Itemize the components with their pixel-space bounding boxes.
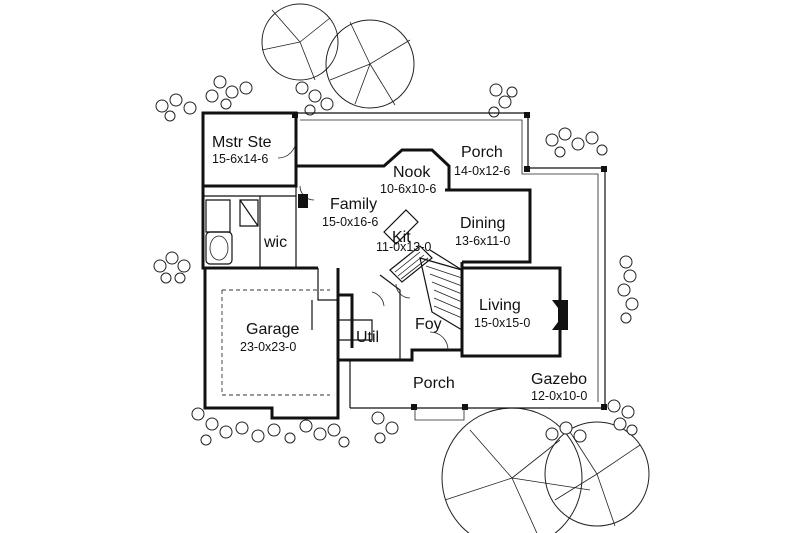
room-master: Mstr Ste 15-6x14-6 [212,134,272,166]
shrub-icon [617,255,639,324]
svg-text:15-0x16-6: 15-0x16-6 [322,215,378,229]
svg-text:Mstr Ste: Mstr Ste [212,134,272,151]
stair-icon [419,257,463,332]
svg-text:15-6x14-6: 15-6x14-6 [212,152,268,166]
room-garage: Garage 23-0x23-0 [240,321,299,354]
shrub-icon [371,411,399,444]
fireplace-icon [552,300,568,330]
svg-text:Porch: Porch [461,144,503,161]
svg-text:Foy: Foy [415,316,442,333]
svg-text:15-0x15-0: 15-0x15-0 [474,316,530,330]
svg-text:13-6x11-0: 13-6x11-0 [455,234,510,248]
tree-icon [325,19,415,109]
room-family: Family 15-0x16-6 [322,196,378,229]
svg-text:Util: Util [356,329,379,346]
shrub-icon [155,93,197,122]
svg-text:Garage: Garage [246,321,299,338]
room-nook: Nook 10-6x10-6 [380,164,436,196]
svg-text:Family: Family [330,196,377,213]
shrub-icon [488,83,518,118]
tree-icon [544,421,650,527]
room-foyer: Foy [415,316,442,333]
svg-text:Dining: Dining [460,215,505,232]
front-porch [349,360,468,421]
room-living: Living 15-0x15-0 [474,297,530,330]
svg-text:Nook: Nook [393,164,431,181]
shrub-icon [545,127,608,158]
room-gazebo: Gazebo 12-0x10-0 [531,371,587,403]
svg-text:Porch: Porch [413,375,455,392]
svg-text:Living: Living [479,297,521,314]
shrub-icon [607,399,638,436]
shrub-icon [295,81,334,116]
svg-text:Gazebo: Gazebo [531,371,587,388]
shrub-icon [191,407,296,446]
svg-text:10-6x10-6: 10-6x10-6 [380,182,436,196]
svg-text:Kit: Kit [392,229,411,246]
tree-icon [261,3,339,81]
svg-text:23-0x23-0: 23-0x23-0 [240,340,296,354]
fireplace-icon [298,194,308,208]
svg-text:wic: wic [263,234,287,251]
room-dining: Dining 13-6x11-0 [455,215,510,248]
room-wic: wic [263,234,287,251]
shrub-icon [545,421,587,443]
svg-text:14-0x12-6: 14-0x12-6 [454,164,510,178]
shrub-icon [153,251,191,284]
room-porch-rear: Porch 14-0x12-6 [454,144,510,178]
svg-text:12-0x10-0: 12-0x10-0 [531,389,587,403]
room-utility: Util [356,329,379,346]
room-porch-front: Porch [413,375,455,392]
room-kitchen: Kit 11-0x13-0 [376,229,431,254]
svg-text:11-0x13-0: 11-0x13-0 [376,240,431,254]
shrub-icon [299,419,350,448]
bathtub-icon [205,231,233,265]
shrub-icon [205,75,253,110]
